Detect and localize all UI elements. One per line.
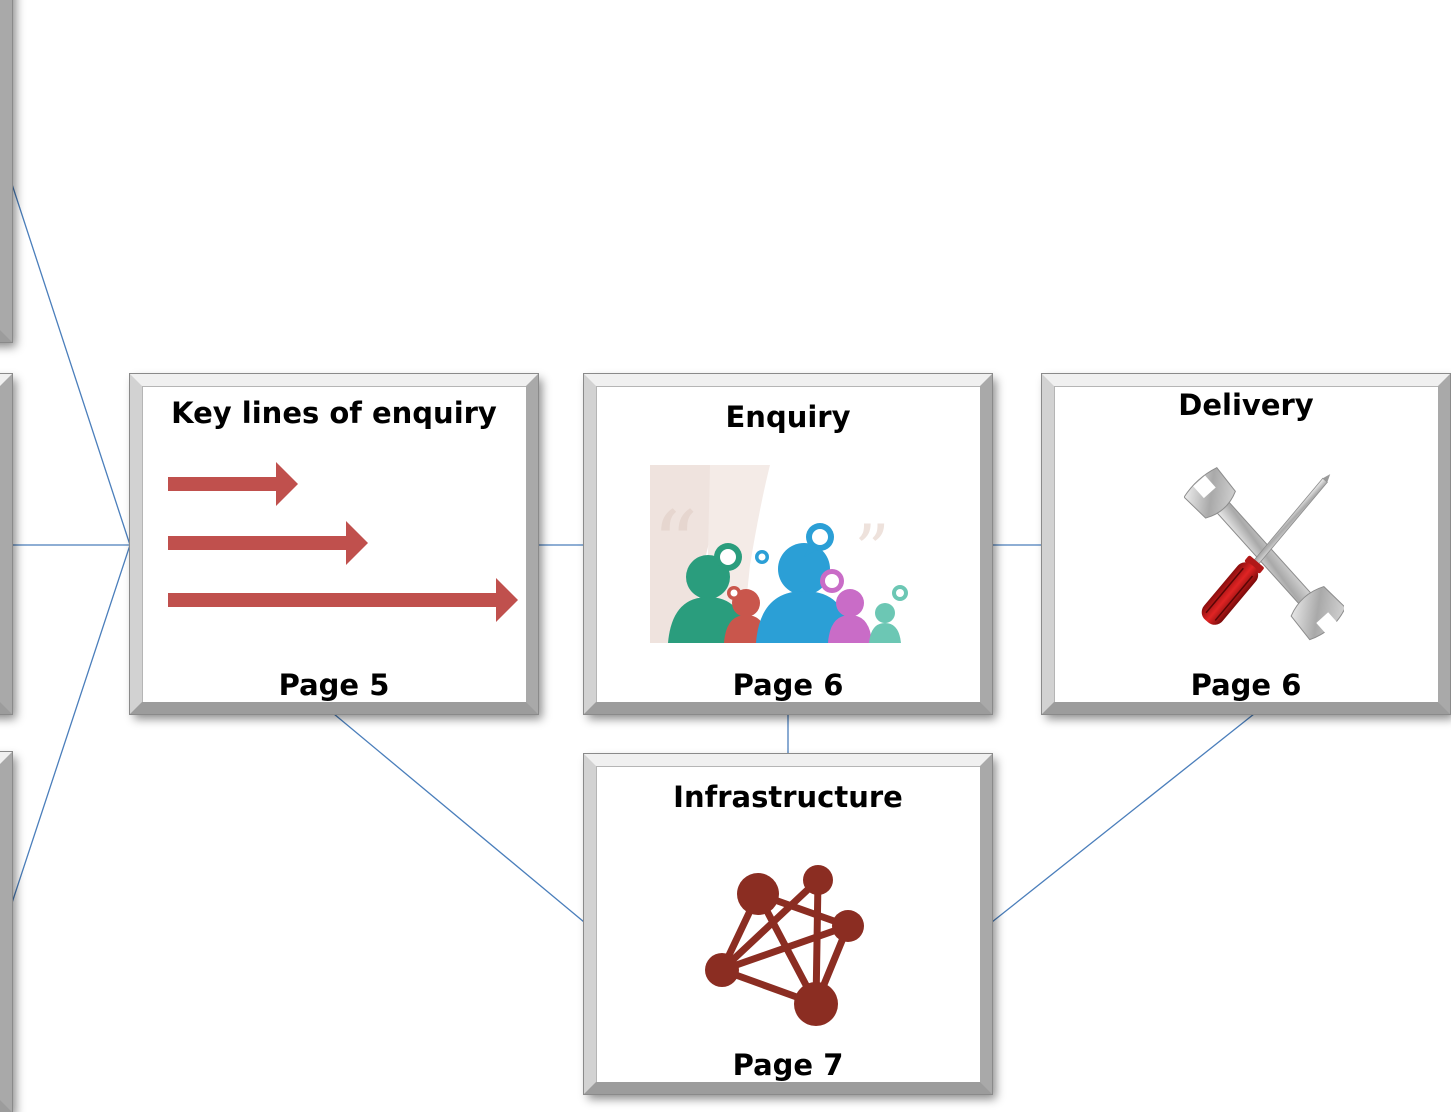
partial-card-left-bottom [0, 752, 12, 1112]
card-key-lines-of-enquiry[interactable]: Key lines of enquiry Page 5 [130, 374, 538, 714]
card-infrastructure[interactable]: Infrastructure Page 7 [584, 754, 992, 1094]
svg-text:”: ” [854, 510, 890, 592]
partial-card-left-top [0, 0, 12, 342]
card-page-ref: Page 7 [732, 1048, 844, 1082]
card-title: Infrastructure [673, 780, 903, 814]
connector-delivery-infra [991, 713, 1255, 923]
card-page-ref: Page 5 [278, 668, 390, 702]
people-speech-icon: “ ” [650, 465, 910, 643]
connector-left-bottom [7, 544, 131, 916]
card-page-ref: Page 6 [1190, 668, 1302, 702]
card-page-ref: Page 6 [732, 668, 844, 702]
card-enquiry[interactable]: Enquiry “ ” [584, 374, 992, 714]
connector-klo-infra [333, 713, 585, 923]
arrows-icon [168, 462, 520, 627]
connector-left-top [7, 171, 131, 546]
card-title: Enquiry [725, 400, 851, 434]
partial-card-left-middle [0, 374, 12, 714]
network-icon [702, 850, 878, 1026]
wrench-screwdriver-icon [1184, 458, 1344, 648]
card-title: Key lines of enquiry [171, 396, 497, 430]
card-delivery[interactable]: Delivery [1042, 374, 1450, 714]
card-title: Delivery [1178, 388, 1314, 422]
